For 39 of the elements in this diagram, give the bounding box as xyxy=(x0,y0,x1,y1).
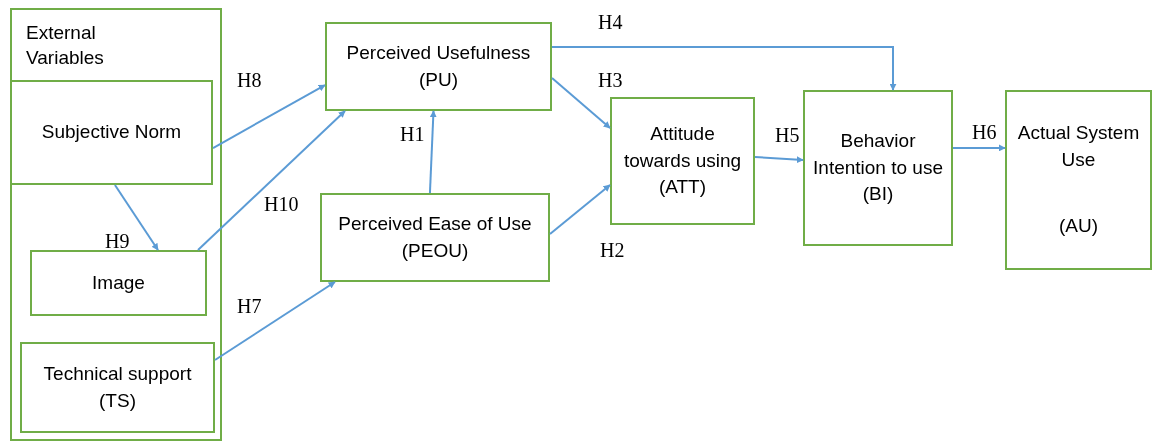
box-label: Perceived Ease of Use (PEOU) xyxy=(337,211,533,263)
edge-label: H9 xyxy=(105,231,130,251)
edge-label: H8 xyxy=(237,70,262,90)
arrow xyxy=(549,184,611,236)
box-label: Behavior Intention to use (BI) xyxy=(812,129,944,207)
edge-label: H3 xyxy=(598,70,623,90)
box-label: Image xyxy=(91,270,146,295)
edge-label: H4 xyxy=(598,12,623,32)
arrow xyxy=(428,110,437,194)
arrow xyxy=(196,110,346,251)
arrow xyxy=(214,281,336,361)
arrow xyxy=(113,184,159,251)
box-label: Attitude towards using (ATT) xyxy=(622,122,743,200)
edge-label: H5 xyxy=(775,125,800,145)
edge-label: H1 xyxy=(400,124,425,144)
arrow xyxy=(212,84,326,150)
box-label: Actual System Use xyxy=(1016,121,1141,172)
box-label: Perceived Usefulness (PU) xyxy=(345,40,532,92)
edge-label: H6 xyxy=(972,122,997,142)
box-label: (AU) xyxy=(1057,214,1100,239)
process-box xyxy=(30,250,207,316)
edge-label: H7 xyxy=(237,296,262,316)
process-box xyxy=(610,97,755,225)
arrow xyxy=(754,156,804,164)
box-label: Technical support (TS) xyxy=(42,361,193,413)
arrow xyxy=(551,46,897,91)
process-box xyxy=(10,80,213,185)
process-box xyxy=(325,22,552,111)
process-box xyxy=(1005,90,1152,270)
edge-label: H2 xyxy=(600,240,625,260)
group-box xyxy=(10,8,222,441)
edge-label: H10 xyxy=(264,194,299,214)
process-box xyxy=(20,342,215,433)
group-title: External Variables xyxy=(25,21,105,71)
process-box xyxy=(320,193,550,282)
process-box xyxy=(803,90,953,246)
arrow xyxy=(551,77,611,129)
arrow xyxy=(952,144,1006,152)
box-label: Subjective Norm xyxy=(40,120,183,145)
